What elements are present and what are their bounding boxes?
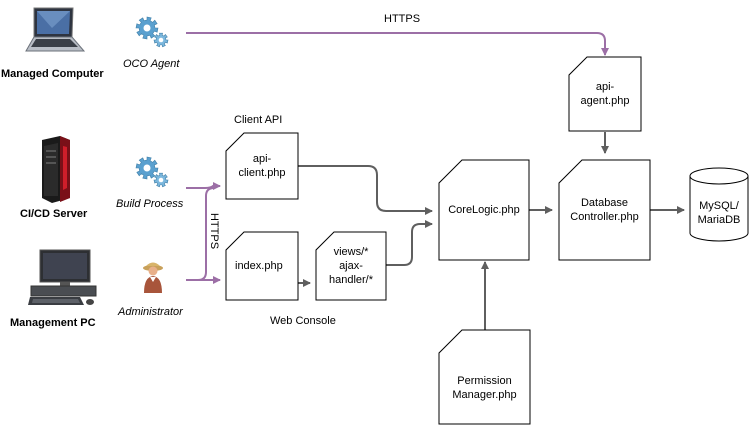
- api-agent-node-text: api- agent.php: [580, 81, 630, 107]
- gears-icon: [135, 156, 169, 188]
- api-client-node: api- client.php: [226, 133, 298, 199]
- gears-icon: [135, 16, 169, 48]
- corelogic-node-text: CoreLogic.php: [448, 204, 520, 216]
- permission-manager-node: Permission Manager.php: [439, 330, 530, 424]
- views-node-text: views/* ajax- handler/*: [328, 246, 374, 286]
- laptop-icon: [25, 7, 86, 52]
- server-tower-icon: [42, 136, 70, 203]
- administrator-label: Administrator: [118, 306, 183, 318]
- person-icon: [143, 262, 163, 293]
- corelogic-shape: [438, 159, 530, 261]
- views-node: views/* ajax- handler/*: [316, 232, 386, 300]
- mysql-node-text: MySQL/ MariaDB: [697, 199, 741, 226]
- views-shape: [315, 231, 387, 301]
- mysql-cylinder: [689, 167, 749, 242]
- web-console-group-label: Web Console: [270, 315, 336, 327]
- managed-computer-label: Managed Computer: [1, 68, 104, 80]
- index-node-text: index.php: [235, 260, 283, 272]
- edge-oco-agent-to-api-agent: [186, 32, 609, 56]
- index-shape: [225, 231, 299, 301]
- api-client-node-text: api- client.php: [238, 153, 286, 179]
- permission-manager-shape: [438, 329, 531, 425]
- database-controller-shape: [558, 159, 651, 261]
- edge-views-to-corelogic: [386, 220, 433, 266]
- index-node: index.php: [226, 232, 298, 300]
- https-edge-label: HTTPS: [384, 13, 421, 25]
- database-controller-node: Database Controller.php: [559, 160, 650, 260]
- corelogic-node: CoreLogic.php: [439, 160, 529, 260]
- api-agent-node: api- agent.php: [569, 57, 641, 131]
- mysql-node: MySQL/ MariaDB: [690, 184, 748, 241]
- permission-manager-node-text: Permission Manager.php: [452, 375, 517, 401]
- edge-api-client-to-corelogic: [298, 165, 433, 215]
- oco-agent-label: OCO Agent: [123, 58, 180, 70]
- api-client-shape: [225, 132, 299, 200]
- client-api-group-label: Client API: [234, 114, 283, 126]
- build-process-label: Build Process: [116, 198, 184, 210]
- edge-build-process-to-api-client: [186, 182, 221, 190]
- desktop-pc-icon: [28, 249, 97, 305]
- management-pc-label: Management PC: [10, 317, 96, 329]
- https-vertical-edge-label: HTTPS: [208, 212, 221, 250]
- api-agent-shape: [568, 56, 642, 132]
- database-controller-node-text: Database Controller.php: [570, 197, 639, 223]
- cicd-server-label: CI/CD Server: [20, 208, 88, 220]
